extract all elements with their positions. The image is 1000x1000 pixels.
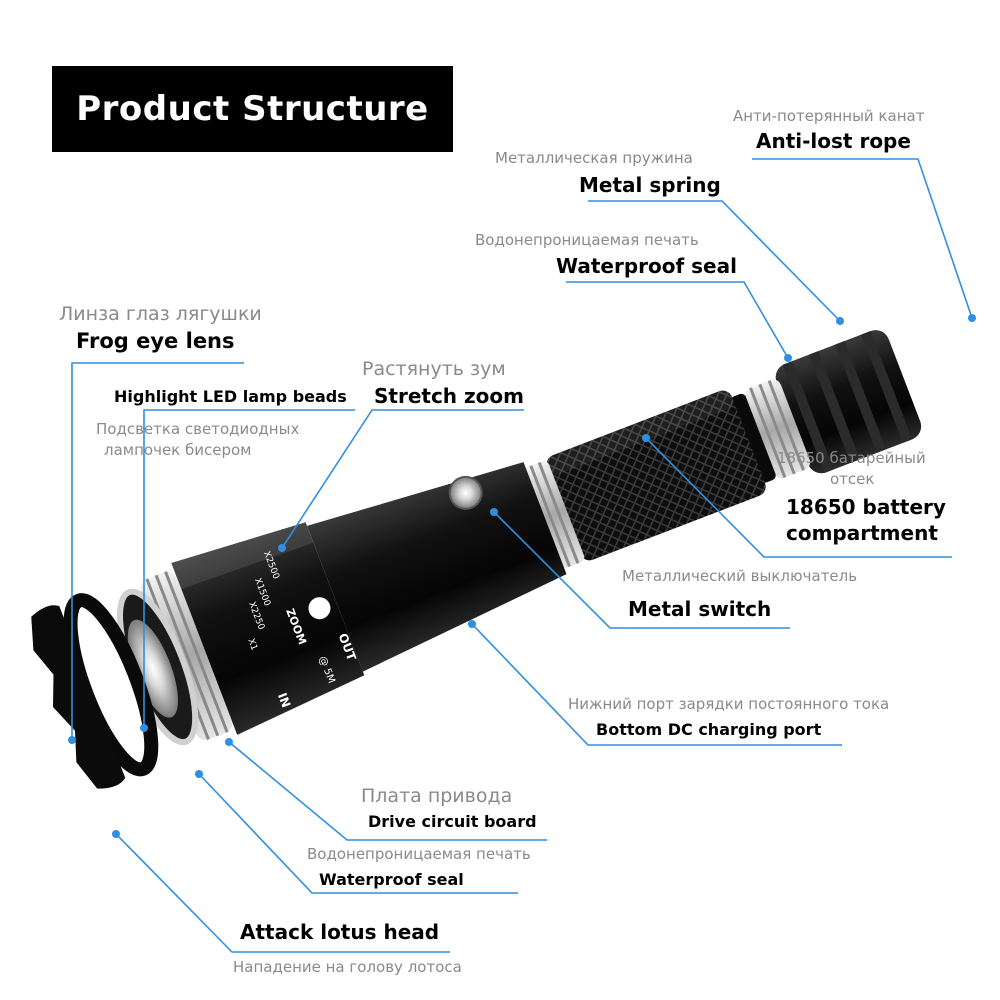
head-body bbox=[307, 462, 567, 672]
label-battery-ru-1: 18650 батарейный bbox=[777, 449, 926, 467]
label-stretch-zoom-en: Stretch zoom bbox=[374, 384, 524, 408]
page-title: Product Structure bbox=[52, 66, 453, 152]
zoom-dot bbox=[308, 597, 331, 620]
label-waterproof-seal-top-ru: Водонепроницаемая печать bbox=[475, 231, 699, 249]
leader-stretch-zoom bbox=[281, 409, 524, 549]
leader-metal-spring bbox=[588, 200, 841, 322]
label-led-beads-ru-1: Подсветка светодиодных bbox=[96, 420, 300, 438]
leader-metal-switch bbox=[493, 511, 790, 629]
label-charging-port-ru: Нижний порт зарядки постоянного тока bbox=[568, 695, 890, 713]
label-charging-port-en: Bottom DC charging port bbox=[596, 720, 822, 739]
label-frog-eye-lens-en: Frog eye lens bbox=[76, 329, 235, 353]
frog-eye-lens bbox=[127, 619, 179, 718]
label-led-beads-en: Highlight LED lamp beads bbox=[114, 387, 347, 406]
label-metal-spring-ru: Металлическая пружина bbox=[495, 149, 693, 167]
flashlight bbox=[31, 330, 922, 789]
leader-attack-head bbox=[115, 833, 450, 953]
zoom-bezel bbox=[171, 522, 365, 735]
zoom-mark-scale-1: X1 bbox=[245, 637, 259, 652]
leader-battery bbox=[645, 437, 952, 558]
label-waterproof-seal-bottom-ru: Водонепроницаемая печать bbox=[307, 845, 531, 863]
label-metal-switch-ru: Металлический выключатель bbox=[622, 567, 858, 585]
label-waterproof-seal-bottom-en: Waterproof seal bbox=[319, 870, 464, 889]
leader-lines bbox=[71, 158, 973, 953]
metal-switch bbox=[448, 475, 483, 510]
leader-anti-lost-rope bbox=[752, 158, 973, 319]
label-drive-board-ru: Плата привода bbox=[361, 785, 513, 807]
label-anti-lost-rope-en: Anti-lost rope bbox=[756, 129, 911, 153]
leader-waterproof-seal-bottom bbox=[198, 773, 518, 894]
battery-compartment bbox=[546, 390, 766, 561]
label-stretch-zoom-ru: Растянуть зум bbox=[362, 358, 506, 380]
leader-frog-eye-lens bbox=[71, 362, 244, 740]
label-metal-spring-en: Metal spring bbox=[579, 173, 721, 197]
label-metal-switch-en: Metal switch bbox=[628, 597, 772, 621]
label-battery-en-1: 18650 battery bbox=[786, 495, 946, 519]
label-led-beads-ru-2: лампочек бисером bbox=[104, 441, 252, 459]
waterproof-seal-top bbox=[730, 393, 776, 483]
label-battery-en-2: compartment bbox=[786, 521, 938, 545]
leader-dots bbox=[68, 314, 976, 838]
zoom-mark-in: IN bbox=[275, 691, 293, 710]
label-waterproof-seal-top-en: Waterproof seal bbox=[556, 254, 737, 278]
label-frog-eye-lens-ru: Линза глаз лягушки bbox=[59, 303, 262, 325]
label-battery-ru-2: отсек bbox=[830, 470, 875, 488]
label-attack-head-en: Attack lotus head bbox=[240, 920, 440, 944]
leader-waterproof-seal-top bbox=[566, 281, 789, 359]
attack-lotus-head bbox=[31, 605, 126, 789]
leader-led-beads bbox=[143, 409, 355, 728]
leader-charging-port bbox=[471, 623, 842, 746]
label-drive-board-en: Drive circuit board bbox=[368, 812, 537, 831]
leader-drive-board bbox=[228, 741, 547, 841]
label-attack-head-ru: Нападение на голову лотоса bbox=[233, 958, 462, 976]
label-anti-lost-rope-ru: Анти-потерянный канат bbox=[733, 107, 925, 125]
